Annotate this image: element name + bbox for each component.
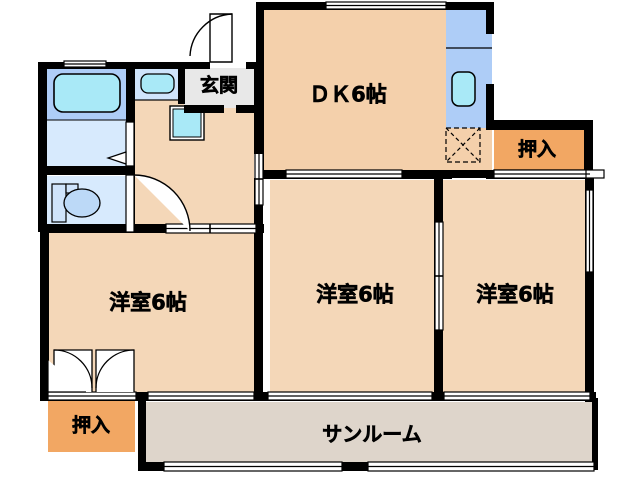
kitchen-counter-area (446, 8, 492, 128)
wall-sunroom-left (138, 398, 146, 470)
hall-opening-marker (254, 148, 263, 154)
wall-left-exterior-bedroom (40, 224, 49, 400)
wall-genkan-bottom-2 (236, 105, 262, 113)
wall-sunroom-bottom-seg1 (138, 462, 166, 471)
wall-between-left-mid-rooms (254, 178, 263, 400)
wall-genkan-top-left (184, 62, 210, 69)
wall-closet-right-top (486, 120, 592, 130)
hall-openings (254, 148, 263, 154)
wall-genkan-right (254, 62, 263, 110)
closet-left-door-arc-b (95, 349, 135, 389)
washbasin-icon (140, 73, 175, 94)
room-label-sunroom: サンルーム (322, 422, 422, 446)
floor-fills (46, 8, 598, 464)
stove-x-2 (445, 127, 481, 163)
wall-bath-bottom (38, 166, 135, 175)
entrance-door-swing (209, 13, 233, 63)
genkan-floor (184, 68, 256, 108)
closet-right-fill (494, 128, 586, 172)
wall-sunroom-right (592, 398, 598, 470)
bedroom-left-ext-door (47, 360, 86, 393)
wall-right-exterior (585, 176, 594, 402)
room-label-dk: ＤＫ6帖 (309, 82, 387, 107)
room-label-left-bedroom: 洋室6帖 (109, 290, 187, 315)
windows (47, 1, 605, 472)
room-mid-floor (270, 180, 434, 398)
wall-hall-right-upper (254, 105, 263, 153)
door-swings (47, 13, 233, 393)
closet-left-door-b (95, 349, 135, 392)
stove-space-icon (445, 127, 481, 163)
room-label-mid-bedroom: 洋室6帖 (316, 282, 394, 307)
closet-left-door-arc-a (53, 349, 93, 389)
room-right-floor (442, 180, 588, 398)
wall-kitchen-bottom (444, 170, 496, 178)
bathtub-icon (53, 73, 121, 113)
room-label-right-bedroom: 洋室6帖 (476, 282, 554, 307)
wall-sunroom-bottom-seg2 (340, 462, 370, 471)
washer-space-inner (172, 108, 202, 138)
kitchen-sink-icon (451, 71, 476, 107)
room-label-genkan: 玄関 (199, 74, 239, 97)
toilet-door-arc (133, 174, 191, 232)
wall-washroom-top (133, 62, 184, 69)
entrance-door-arc (189, 13, 233, 57)
wall-kitchen-right-upper (486, 2, 494, 34)
wall-genkan-bottom (184, 105, 224, 113)
toilet-bowl-icon (63, 188, 101, 218)
dk-floor (262, 8, 446, 174)
closet-left-fill (48, 400, 135, 452)
water-fixtures (45, 47, 492, 223)
bath-door-arrow (106, 151, 127, 165)
wall-kitchen-right-mid (486, 84, 494, 128)
bath-door-folding (125, 121, 135, 167)
wall-dk-top-right (444, 2, 494, 10)
wall-bath-left (38, 62, 47, 232)
wall-bath-right (126, 62, 135, 167)
toilet-door-panel (125, 174, 135, 233)
wall-hall-right-lower (254, 204, 263, 232)
room-label-closet-right: 押入 (517, 138, 557, 161)
wall-closet-right-right (584, 120, 593, 176)
room-label-closet-left: 押入 (71, 414, 111, 437)
sunroom-floor (146, 402, 598, 464)
wall-washroom-right (178, 62, 185, 104)
